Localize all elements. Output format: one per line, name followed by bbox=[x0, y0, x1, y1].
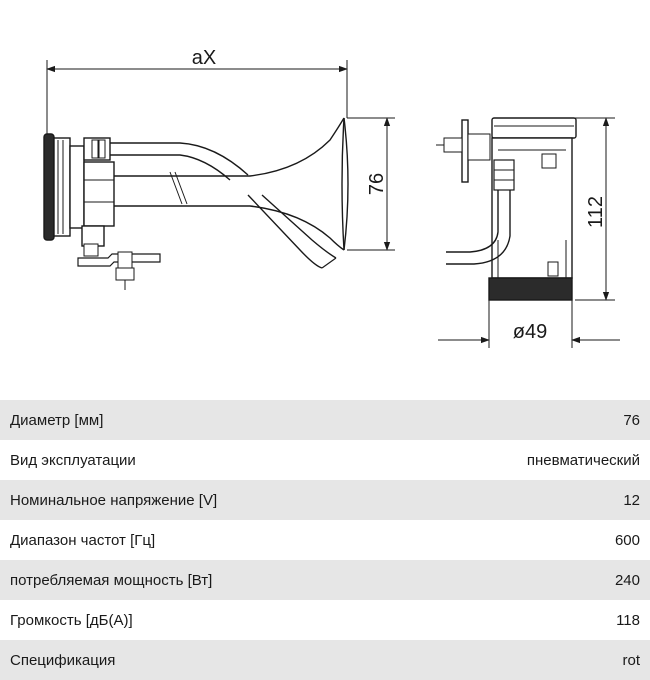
spec-label: Диапазон частот [Гц] bbox=[10, 531, 156, 549]
side-view bbox=[43, 60, 395, 290]
technical-drawing: aX 76 bbox=[43, 47, 620, 348]
length-dimension-label: aX bbox=[192, 47, 216, 69]
spec-row-diameter: Диаметр [мм] 76 bbox=[0, 400, 650, 440]
spec-table: Диаметр [мм] 76 Вид эксплуатации пневмат… bbox=[0, 400, 650, 680]
spec-row-frequency: Диапазон частот [Гц] 600 bbox=[0, 520, 650, 560]
spec-label: Диаметр [мм] bbox=[10, 411, 104, 429]
spec-row-power: потребляемая мощность [Вт] 240 bbox=[0, 560, 650, 600]
spec-value: 118 bbox=[616, 611, 640, 629]
compressor-diameter-label: ø49 bbox=[513, 321, 547, 343]
spec-label: Громкость [дБ(А)] bbox=[10, 611, 133, 629]
spec-label: Спецификация bbox=[10, 651, 116, 669]
spec-label: Номинальное напряжение [V] bbox=[10, 491, 218, 509]
spec-value: 76 bbox=[623, 411, 640, 429]
spec-row-voltage: Номинальное напряжение [V] 12 bbox=[0, 480, 650, 520]
spec-value: rot bbox=[622, 651, 640, 669]
spec-value: 240 bbox=[614, 571, 640, 589]
height-dimension-label: 112 bbox=[585, 196, 607, 228]
spec-value: пневматический bbox=[526, 451, 640, 469]
spec-row-loudness: Громкость [дБ(А)] 118 bbox=[0, 600, 650, 640]
horn-drawing-svg: aX 76 bbox=[43, 47, 620, 348]
spec-value: 600 bbox=[614, 531, 640, 549]
spec-label: Вид эксплуатации bbox=[10, 451, 136, 469]
spec-label: потребляемая мощность [Вт] bbox=[10, 571, 213, 589]
front-view bbox=[436, 117, 615, 348]
bell-diameter-label: 76 bbox=[366, 173, 388, 195]
spec-value: 12 bbox=[623, 491, 640, 509]
spec-row-specification: Спецификация rot bbox=[0, 640, 650, 680]
spec-row-operation-type: Вид эксплуатации пневматический bbox=[0, 440, 650, 480]
